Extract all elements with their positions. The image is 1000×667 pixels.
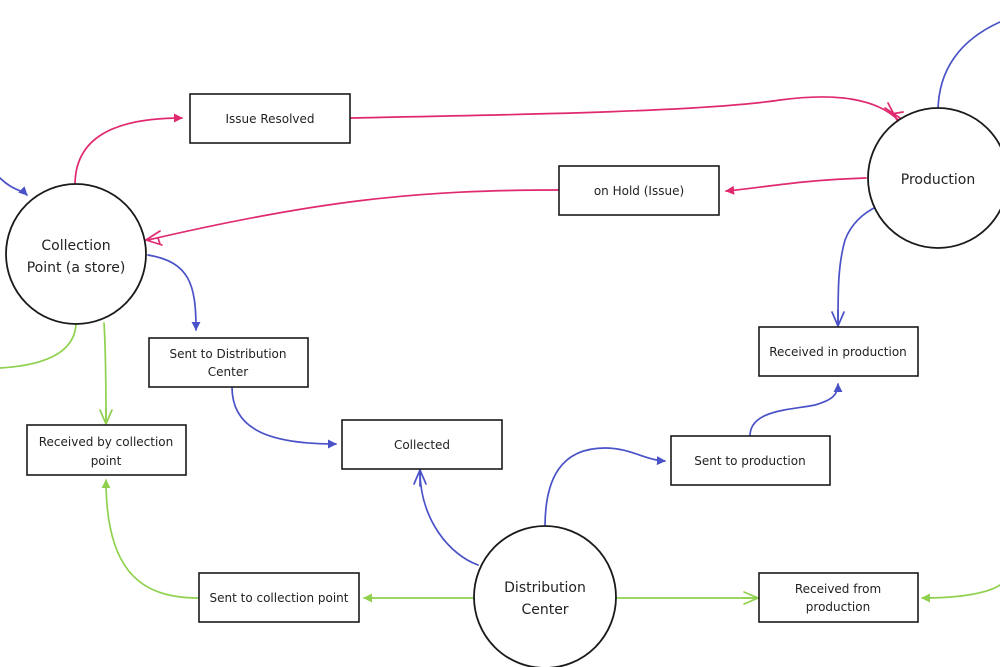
edge-cp-to-issue-resolved	[74, 113, 183, 186]
on-hold-label: on Hold (Issue)	[594, 184, 684, 198]
edge-dc-to-sent-to-production	[544, 447, 666, 528]
sent-to-dc-label-line1: Sent to Distribution	[170, 347, 287, 361]
node-sent-to-cp[interactable]: Sent to collection point	[198, 572, 360, 623]
sent-to-production-label: Sent to production	[694, 454, 805, 468]
distribution-center-label-line1: Distribution	[504, 580, 586, 596]
node-received-in-production[interactable]: Received in production	[758, 326, 919, 377]
edge-cp-to-sent-to-dc	[147, 254, 201, 331]
collected-label: Collected	[394, 438, 450, 452]
sent-to-dc-label-line2: Center	[208, 365, 248, 379]
edge-sent-to-cp-to-received-by-cp	[101, 479, 199, 599]
node-received-from-production[interactable]: Received from production	[758, 572, 919, 623]
edge-sent-to-production-to-received	[749, 383, 843, 437]
crowfoot-cp-right	[145, 230, 163, 246]
edges-blue	[0, 21, 1000, 566]
edge-incoming-to-cp	[0, 177, 28, 196]
edge-production-top-loop	[937, 21, 1000, 113]
edges-pink	[74, 96, 904, 246]
edges-green	[0, 321, 1000, 605]
edge-collected-to-dc	[419, 469, 479, 566]
node-distribution-center[interactable]: Distribution Center	[473, 525, 617, 667]
issue-resolved-label: Issue Resolved	[225, 112, 314, 126]
received-by-cp-label-line2: point	[91, 454, 122, 468]
node-issue-resolved[interactable]: Issue Resolved	[189, 93, 351, 144]
collection-point-label-line2: Point (a store)	[27, 260, 126, 276]
crowfoot-collected-bottom	[413, 467, 427, 487]
node-production[interactable]: Production	[867, 107, 1000, 249]
edge-received-to-production	[837, 205, 879, 327]
node-sent-to-dc[interactable]: Sent to Distribution Center	[148, 337, 309, 388]
edge-sent-to-dc-to-collected	[231, 386, 337, 449]
received-from-production-label-line2: production	[806, 600, 870, 614]
sent-to-cp-label: Sent to collection point	[210, 591, 349, 605]
edge-production-to-on-hold	[725, 177, 867, 195]
received-by-cp-label-line1: Received by collection	[39, 435, 174, 449]
crowfoot-received-top	[831, 309, 845, 329]
edge-on-hold-to-cp	[147, 189, 559, 241]
edge-issue-resolved-to-production	[349, 96, 901, 123]
node-sent-to-production[interactable]: Sent to production	[670, 435, 831, 486]
node-on-hold[interactable]: on Hold (Issue)	[558, 165, 720, 216]
node-collection-point[interactable]: Collection Point (a store)	[5, 183, 147, 325]
crowfoot-received-by-cp-top	[99, 407, 113, 427]
received-in-production-label: Received in production	[769, 345, 907, 359]
edge-incoming-to-received-from-production	[921, 584, 1000, 603]
node-collected[interactable]: Collected	[341, 419, 503, 470]
received-from-production-label-line1: Received from	[795, 582, 881, 596]
crowfoot-production-top	[884, 102, 904, 123]
edge-cp-to-left	[0, 321, 77, 369]
collection-point-label-line1: Collection	[41, 238, 110, 254]
production-label: Production	[901, 172, 975, 188]
node-received-by-cp[interactable]: Received by collection point	[26, 424, 187, 476]
distribution-center-label-line2: Center	[521, 602, 568, 618]
crowfoot-received-from-production-left	[741, 591, 761, 605]
